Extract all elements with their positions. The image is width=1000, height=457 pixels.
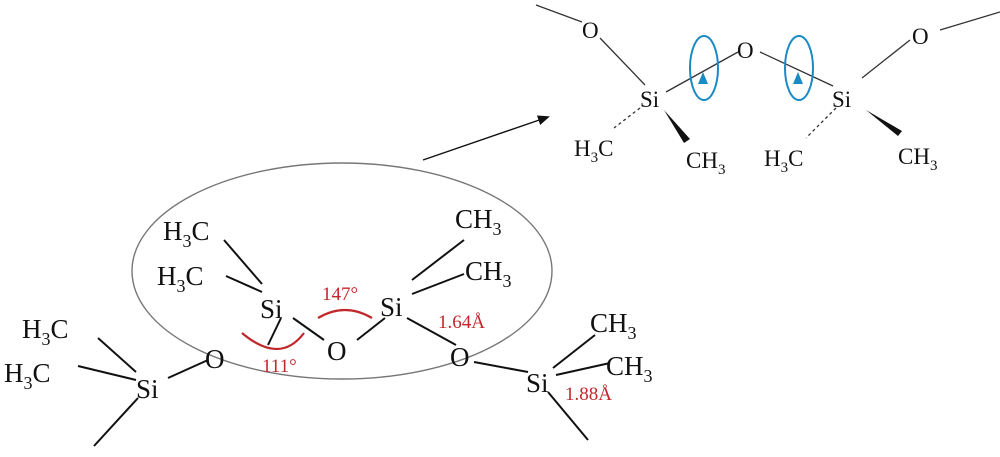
angle-label-o-si-o: 111° — [262, 356, 297, 377]
rotation-detail: O Si O Si O H3C CH3 H3C CH3 — [535, 4, 1000, 178]
oxygen-atom-label: O — [205, 344, 225, 374]
bond-length-si-o: 1.64Å — [438, 312, 485, 333]
silicon-atom-label: Si — [136, 374, 159, 404]
silicon-atom-label: Si — [526, 368, 549, 398]
callout-arrow-icon — [422, 115, 550, 161]
methyl-label: H3C — [163, 216, 210, 251]
methyl-label: CH3 — [898, 144, 937, 174]
methyl-label: H3C — [764, 146, 803, 176]
highlight-ellipse — [131, 162, 553, 380]
oxygen-atom-label: O — [327, 336, 347, 366]
oxygen-atom-label: O — [582, 18, 599, 43]
methyl-label: H3C — [4, 358, 51, 393]
methyl-label: CH3 — [606, 351, 653, 386]
oxygen-atom-label: O — [737, 38, 754, 63]
silicon-atom-label: Si — [380, 292, 403, 322]
bond-length-si-c: 1.88Å — [565, 384, 612, 405]
methyl-label: H3C — [574, 136, 613, 166]
silicon-atom-label: Si — [260, 294, 283, 324]
methyl-label: CH3 — [455, 204, 502, 239]
methyl-label: CH3 — [590, 308, 637, 343]
angle-label-si-o-si: 147° — [322, 284, 358, 305]
angle-arc-si-o-si — [317, 308, 373, 319]
oxygen-atom-label: O — [450, 342, 470, 372]
methyl-label: CH3 — [465, 256, 512, 291]
methyl-label: CH3 — [686, 148, 725, 178]
silicon-atom-label: Si — [640, 87, 659, 112]
rotation-arrow-icon — [689, 35, 719, 101]
wedge-bond — [866, 110, 902, 136]
geometry-annotations: 147° 111° 1.64Å 1.88Å — [241, 284, 612, 405]
siloxane-chain: H3C H3C Si O H3C H3C Si O Si CH3 CH3 O S… — [4, 204, 653, 447]
methyl-label: H3C — [157, 261, 204, 296]
angle-arc-o-si-o — [241, 332, 305, 350]
oxygen-atom-label: O — [912, 24, 929, 49]
wedge-bond — [664, 110, 690, 143]
silicon-atom-label: Si — [832, 87, 851, 112]
methyl-label: H3C — [22, 314, 69, 349]
rotation-arrow-icon — [784, 35, 814, 101]
